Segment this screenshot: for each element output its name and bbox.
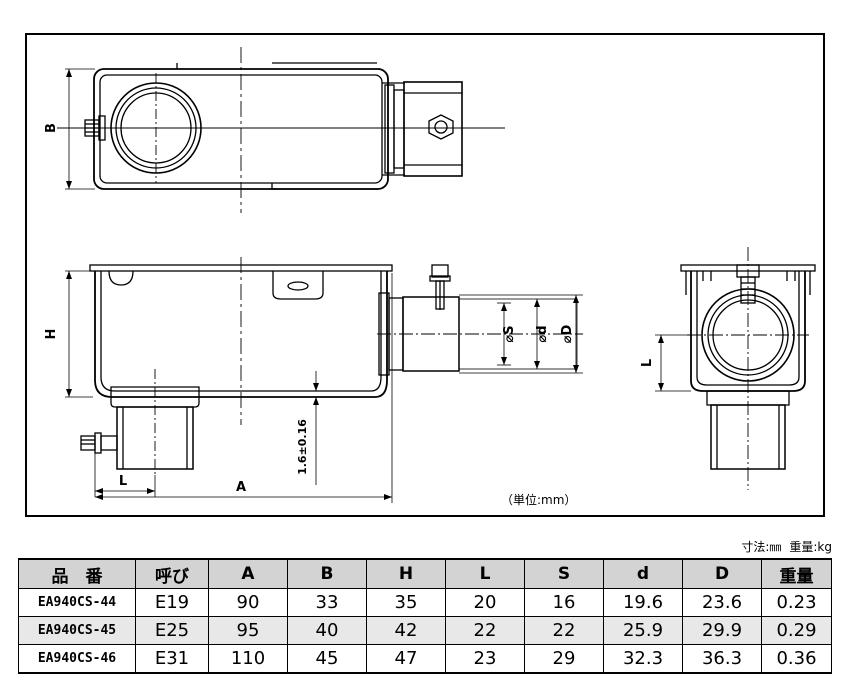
side-view: L: [640, 247, 816, 490]
cell-d-inner: 25.9: [603, 616, 683, 645]
dim-label-d-outer: ⌀D: [560, 324, 575, 343]
cell-d-inner: 19.6: [603, 588, 683, 617]
cell-d-outer: 23.6: [682, 588, 762, 617]
cell-b: 33: [287, 588, 367, 617]
header-b: B: [287, 558, 367, 589]
header-h: H: [366, 558, 446, 589]
cell-weight: 0.23: [761, 588, 832, 617]
cell-part-number: EA940CS-46: [18, 644, 136, 674]
cell-s: 29: [524, 644, 604, 674]
header-d-inner: d: [603, 558, 683, 589]
dim-label-b: B: [44, 123, 59, 133]
technical-drawing-frame: B: [25, 33, 825, 517]
cell-weight: 0.29: [761, 616, 832, 645]
cell-l: 22: [445, 616, 525, 645]
table-header-row: 品 番 呼び A B H L S d D 重量: [18, 558, 832, 589]
cell-b: 40: [287, 616, 367, 645]
dim-label-s: ⌀S: [502, 325, 517, 342]
dim-label-h: H: [44, 329, 59, 340]
cell-a: 110: [208, 644, 288, 674]
table-row: EA940CS-44 E19 90 33 35 20 16 19.6 23.6 …: [18, 588, 832, 617]
cell-nominal-size: E25: [135, 616, 209, 645]
table-row: EA940CS-45 E25 95 40 42 22 22 25.9 29.9 …: [18, 616, 832, 645]
dim-label-thickness: 1.6±0.16: [296, 419, 309, 475]
dim-label-a: A: [236, 480, 246, 495]
dim-label-l-front: L: [119, 474, 127, 489]
technical-drawing: B: [44, 47, 816, 503]
header-l: L: [445, 558, 525, 589]
dim-label-l-side: L: [640, 359, 655, 367]
header-a: A: [208, 558, 288, 589]
top-view: B: [44, 47, 505, 213]
cell-l: 23: [445, 644, 525, 674]
cell-nominal-size: E31: [135, 644, 209, 674]
header-nominal-size: 呼び: [135, 558, 209, 589]
cell-nominal-size: E19: [135, 588, 209, 617]
table-row: EA940CS-46 E31 110 45 47 23 29 32.3 36.3…: [18, 644, 832, 674]
front-view: H ⌀S ⌀d ⌀D 1.6±0.16: [44, 257, 583, 503]
cell-a: 95: [208, 616, 288, 645]
cell-h: 47: [366, 644, 446, 674]
cell-d-inner: 32.3: [603, 644, 683, 674]
cell-l: 20: [445, 588, 525, 617]
unit-note: （単位:mm）: [501, 493, 577, 507]
cell-d-outer: 29.9: [682, 616, 762, 645]
cell-weight: 0.36: [761, 644, 832, 674]
cell-a: 90: [208, 588, 288, 617]
dimension-unit: 寸法:㎜: [741, 540, 782, 554]
cell-part-number: EA940CS-44: [18, 588, 136, 617]
cell-part-number: EA940CS-45: [18, 616, 136, 645]
weight-unit: 重量:kg: [789, 540, 832, 554]
cell-s: 16: [524, 588, 604, 617]
cell-s: 22: [524, 616, 604, 645]
cell-h: 42: [366, 616, 446, 645]
cell-h: 35: [366, 588, 446, 617]
cell-d-outer: 36.3: [682, 644, 762, 674]
header-d-outer: D: [682, 558, 762, 589]
spec-table: 品 番 呼び A B H L S d D 重量 EA940CS-44 E19 9…: [18, 558, 832, 674]
header-part-number: 品 番: [18, 558, 136, 589]
header-s: S: [524, 558, 604, 589]
cell-b: 45: [287, 644, 367, 674]
dim-label-d-inner: ⌀d: [535, 325, 550, 342]
header-weight: 重量: [761, 558, 832, 589]
